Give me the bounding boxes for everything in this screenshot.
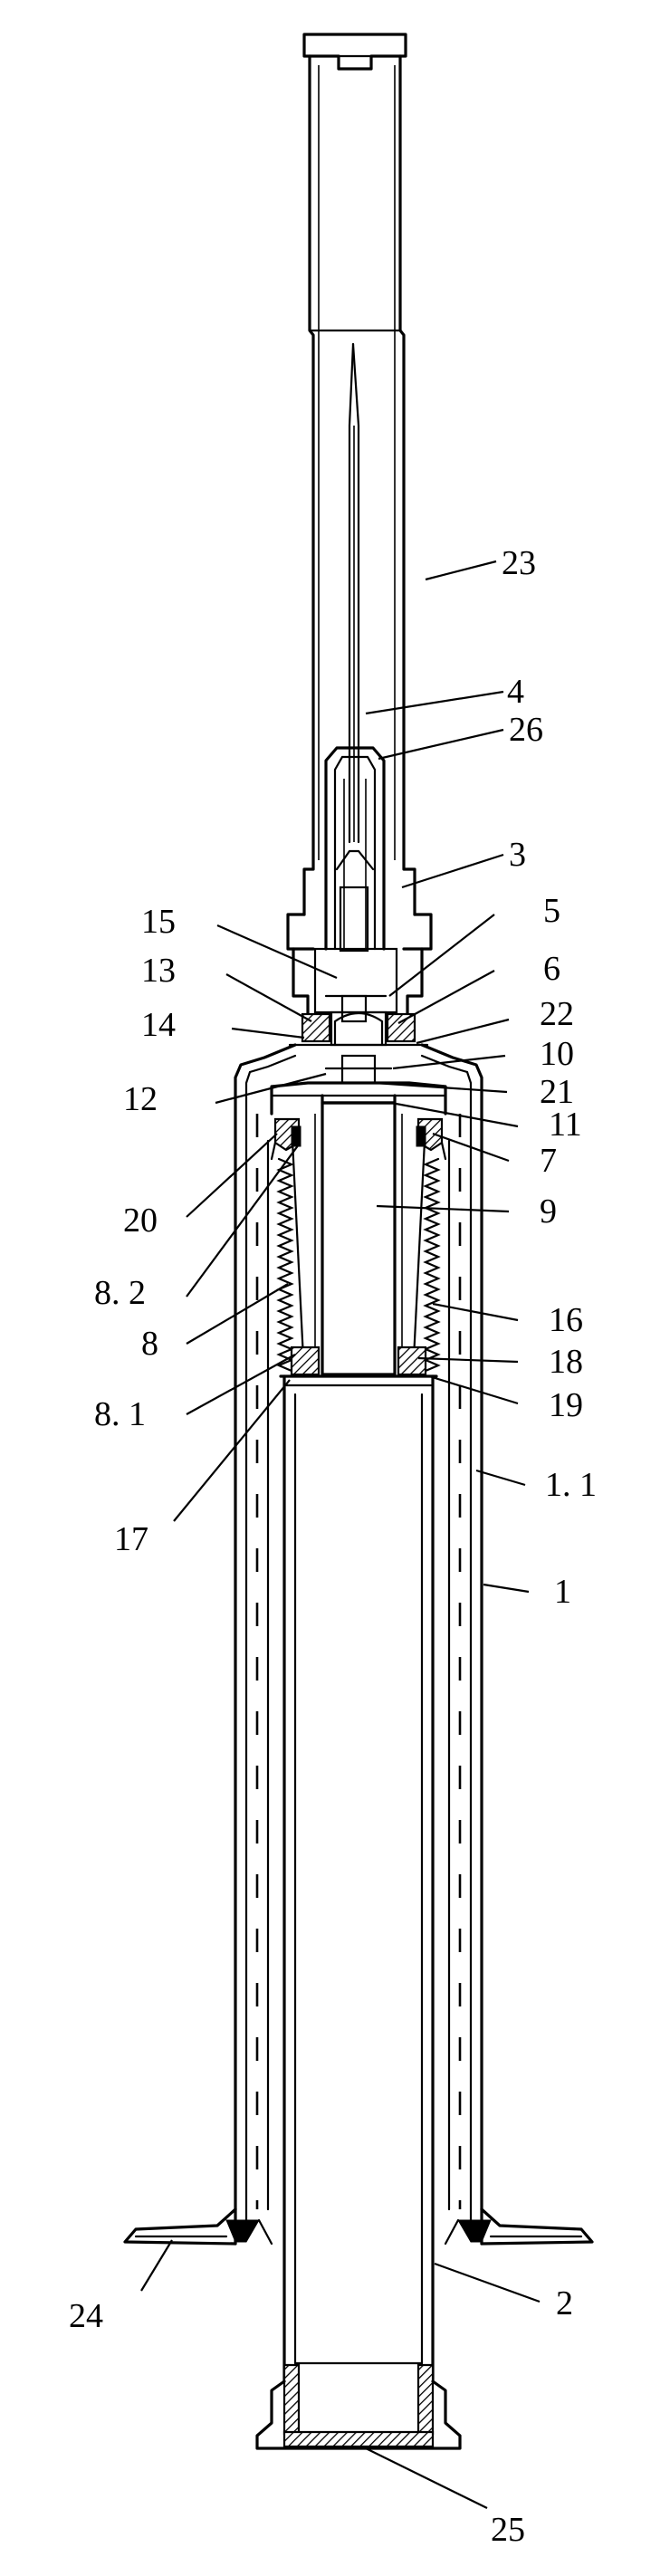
callout-10: 10 [540,1035,574,1073]
callout-9: 9 [540,1192,557,1231]
callout-26: 26 [509,711,543,749]
outer-barrel [234,1043,483,2246]
callout-2: 2 [556,2284,573,2322]
callout-14: 14 [141,1006,176,1044]
callout-24: 24 [69,2297,103,2335]
callout-15: 15 [141,903,176,941]
callout-1: 1 [554,1573,571,1611]
callout-8: 8 [141,1325,158,1363]
callout-8-2: 8. 2 [94,1274,146,1312]
callout-8-1: 8. 1 [94,1395,146,1433]
callout-labels: 23 4 26 3 15 5 13 6 14 22 10 12 21 11 7 … [69,544,597,2549]
callout-19: 19 [549,1386,583,1424]
callout-12: 12 [123,1080,158,1118]
lower-seals [279,1345,438,1387]
needle [348,342,360,844]
callout-3: 3 [509,836,526,874]
callout-13: 13 [141,952,176,990]
plunger-rod [282,1374,435,2383]
callout-20: 20 [123,1202,158,1240]
inner-sleeve-assembly [270,1054,447,1378]
callout-4: 4 [507,673,524,711]
plunger-end-cap [255,2361,462,2450]
callout-11: 11 [549,1106,582,1144]
callout-18: 18 [549,1343,583,1381]
needle-cap [286,33,433,951]
callout-21: 21 [540,1073,574,1111]
callout-17: 17 [114,1520,148,1558]
retention-clips [270,1117,447,1161]
callout-23: 23 [502,544,536,582]
leader-lines [140,560,541,2509]
callout-1-1: 1. 1 [545,1466,597,1504]
spring [276,1157,441,1373]
callout-6: 6 [543,950,560,988]
callout-16: 16 [549,1301,583,1339]
needle-hub [324,746,386,953]
callout-5: 5 [543,892,560,930]
callout-7: 7 [540,1142,557,1180]
callout-22: 22 [540,995,574,1033]
finger-flange [123,2207,594,2246]
callout-25: 25 [491,2511,525,2549]
seal-rings [288,1010,429,1047]
